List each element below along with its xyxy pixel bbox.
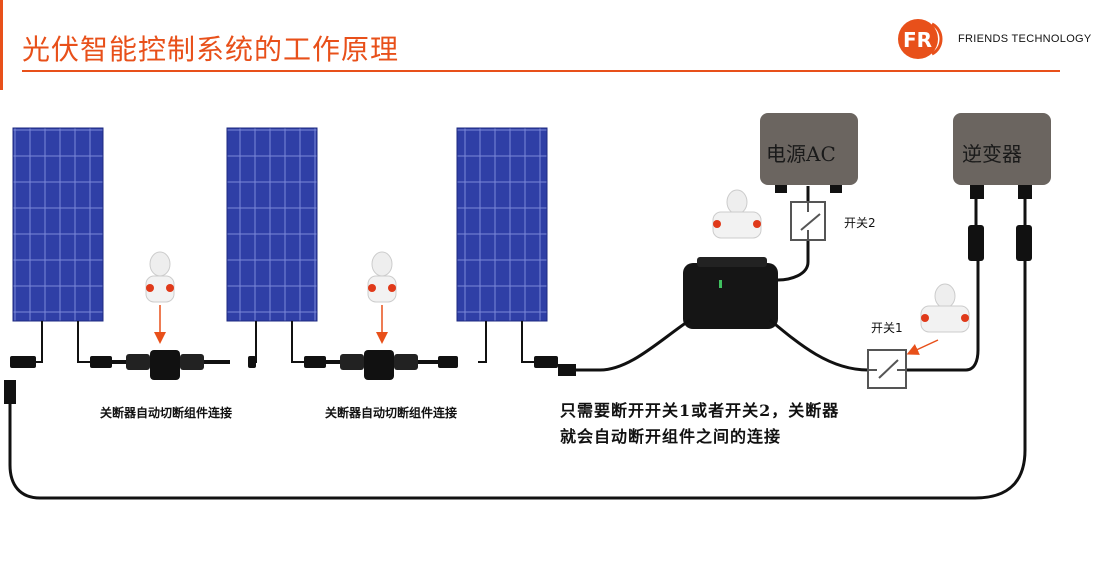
accent-bar xyxy=(0,0,3,90)
person-cutting-icon-1 xyxy=(145,251,175,344)
breaker-1-caption: 关断器自动切断组件连接 xyxy=(100,406,233,420)
control-cables xyxy=(8,186,1027,500)
explanation-line-1: 只需要断开开关1或者开关2，关断器 xyxy=(560,401,840,420)
person-cutting-icon-2 xyxy=(367,251,397,344)
solar-panel-1 xyxy=(12,127,104,322)
explanation-line-2: 就会自动断开组件之间的连接 xyxy=(560,427,782,446)
person-cutting-icon-4 xyxy=(906,283,970,355)
inverter-box xyxy=(953,113,1051,261)
solar-panel-2 xyxy=(226,127,318,322)
friends-technology-logo: FR xyxy=(898,19,943,59)
explanation-note: 只需要断开开关1或者开关2，关断器 就会自动断开组件之间的连接 xyxy=(560,398,839,450)
shutdown-controller xyxy=(683,257,778,329)
switch-2-label: 开关2 xyxy=(844,216,876,230)
switch-1-symbol xyxy=(867,349,907,389)
ac-power-box xyxy=(760,113,858,193)
inverter-label: 逆变器 xyxy=(962,142,1022,166)
switch-1-label: 开关1 xyxy=(871,321,903,335)
page-title: 光伏智能控制系统的工作原理 xyxy=(22,33,400,66)
mc4-connector-out xyxy=(558,364,576,376)
title-divider xyxy=(22,70,1060,72)
svg-text:FR: FR xyxy=(903,28,932,52)
solar-panel-3 xyxy=(456,127,548,322)
mc4-connectors xyxy=(10,356,558,368)
breaker-2-caption: 关断器自动切断组件连接 xyxy=(325,406,458,420)
panel-leads xyxy=(36,321,534,363)
ac-power-label: 电源AC xyxy=(766,142,836,166)
switch-2-symbol xyxy=(790,201,826,241)
shutdown-breaker-1 xyxy=(126,350,204,380)
mc4-connector-return xyxy=(4,380,16,404)
shutdown-breaker-2 xyxy=(340,350,418,380)
person-cutting-icon-3 xyxy=(712,189,762,239)
brand-name: FRIENDS TECHNOLOGY xyxy=(958,33,1092,45)
